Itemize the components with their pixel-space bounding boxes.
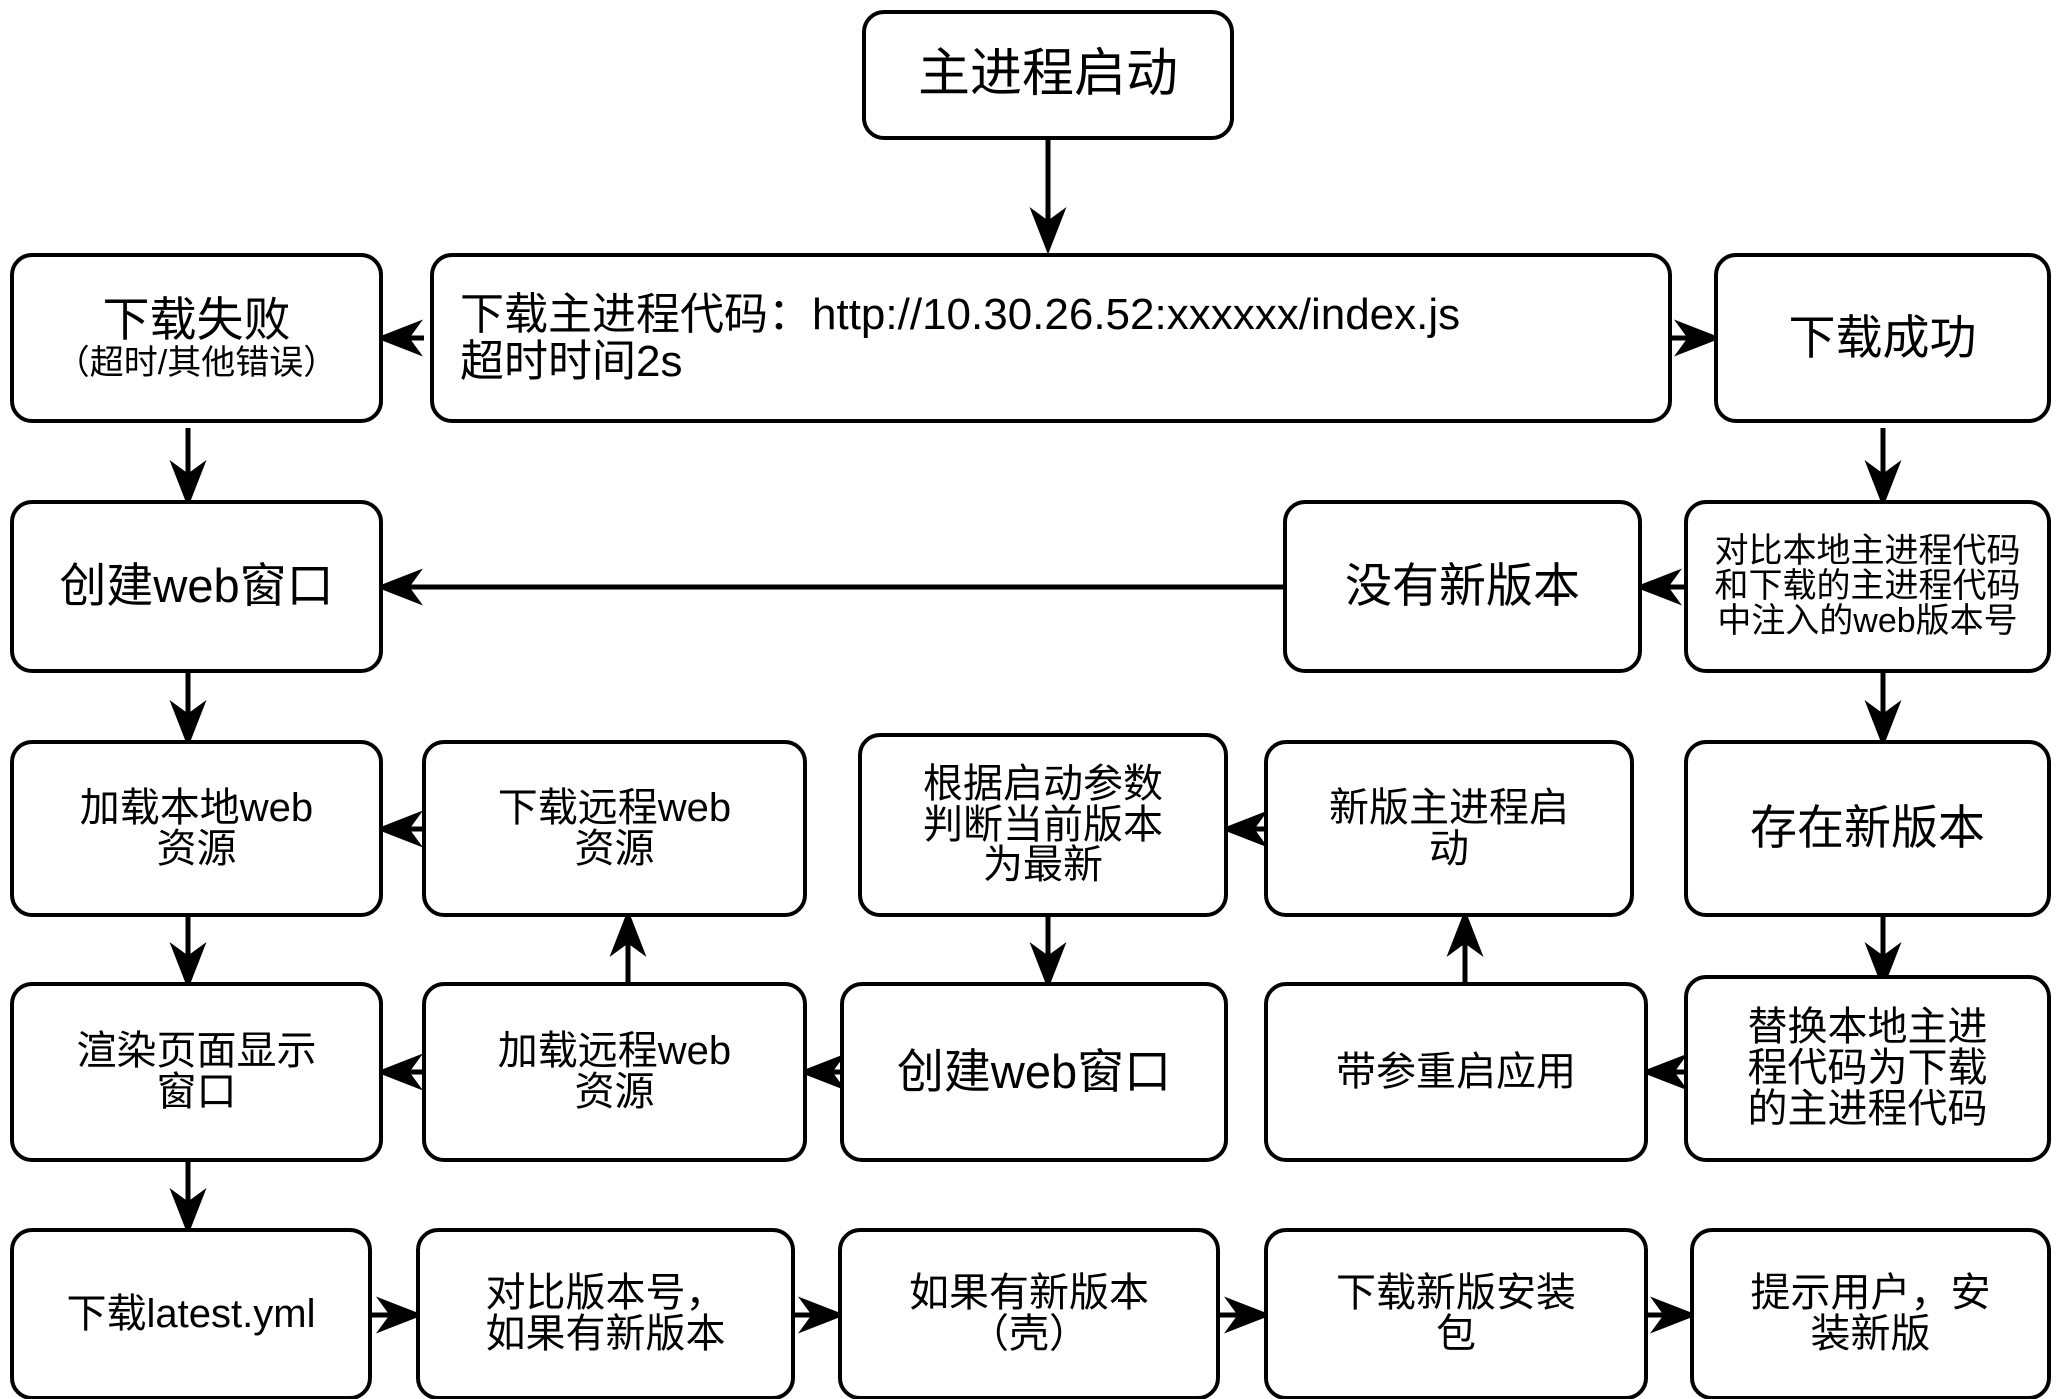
- node-label: 加载远程web 资源: [497, 1029, 732, 1114]
- node-compare-version-number[interactable]: 对比版本号， 如果有新版本: [416, 1228, 795, 1399]
- node-label: 下载远程web 资源: [497, 785, 732, 871]
- node-label: 没有新版本: [1345, 559, 1580, 613]
- node-judge-latest-by-args[interactable]: 根据启动参数 判断当前版本 为最新: [858, 733, 1228, 917]
- node-download-success[interactable]: 下载成功: [1714, 253, 2051, 423]
- node-if-new-shell-version[interactable]: 如果有新版本 （壳）: [838, 1228, 1220, 1399]
- node-create-web-window-1[interactable]: 创建web窗口: [10, 500, 383, 673]
- node-new-main-process-start[interactable]: 新版主进程启 动: [1264, 740, 1634, 917]
- node-label: 下载新版安装 包: [1336, 1271, 1576, 1356]
- node-label: 主进程启动: [917, 45, 1178, 104]
- node-has-new-version[interactable]: 存在新版本: [1684, 740, 2051, 917]
- node-label: 存在新版本: [1750, 801, 1985, 855]
- node-label: 下载失败: [102, 292, 291, 346]
- node-sublabel: （超时/其他错误）: [55, 343, 338, 382]
- node-label: 替换本地主进 程代码为下载 的主进程代码: [1747, 1005, 1988, 1131]
- node-compare-web-version[interactable]: 对比本地主进程代码 和下载的主进程代码 中注入的web版本号: [1684, 500, 2051, 673]
- node-replace-local-main-code[interactable]: 替换本地主进 程代码为下载 的主进程代码: [1684, 975, 2051, 1162]
- node-label: 渲染页面显示 窗口: [76, 1029, 317, 1114]
- node-render-page-window[interactable]: 渲染页面显示 窗口: [10, 982, 383, 1162]
- node-label: 根据启动参数 判断当前版本 为最新: [923, 761, 1163, 888]
- node-load-remote-web-res[interactable]: 加载远程web 资源: [422, 982, 807, 1162]
- node-label: 加载本地web 资源: [79, 785, 314, 871]
- node-label: 下载latest.yml: [66, 1291, 316, 1336]
- node-download-main-code[interactable]: 下载主进程代码：http://10.30.26.52:xxxxxx/index.…: [430, 253, 1672, 423]
- node-label: 创建web窗口: [896, 1044, 1172, 1098]
- node-load-local-web-res[interactable]: 加载本地web 资源: [10, 740, 383, 917]
- node-download-latest-yml[interactable]: 下载latest.yml: [10, 1228, 372, 1399]
- node-download-failed[interactable]: 下载失败 （超时/其他错误）: [10, 253, 383, 423]
- node-prompt-user-install[interactable]: 提示用户，安 装新版: [1690, 1228, 2051, 1399]
- node-no-new-version[interactable]: 没有新版本: [1283, 500, 1642, 673]
- node-restart-with-args[interactable]: 带参重启应用: [1264, 982, 1648, 1162]
- node-label: 创建web窗口: [59, 559, 334, 613]
- node-label: 提示用户，安 装新版: [1750, 1271, 1991, 1356]
- node-main-process-start[interactable]: 主进程启动: [862, 10, 1234, 140]
- node-label: 如果有新版本 （壳）: [909, 1271, 1149, 1356]
- node-label: 下载主进程代码：http://10.30.26.52:xxxxxx/index.…: [460, 289, 1461, 386]
- node-download-remote-web-res[interactable]: 下载远程web 资源: [422, 740, 807, 917]
- node-create-web-window-2[interactable]: 创建web窗口: [840, 982, 1228, 1162]
- node-label: 对比版本号， 如果有新版本: [485, 1271, 726, 1356]
- node-label: 下载成功: [1788, 310, 1977, 364]
- node-download-new-installer[interactable]: 下载新版安装 包: [1264, 1228, 1648, 1399]
- node-label: 新版主进程启 动: [1329, 785, 1569, 871]
- node-label: 带参重启应用: [1336, 1049, 1576, 1094]
- node-label: 对比本地主进程代码 和下载的主进程代码 中注入的web版本号: [1714, 532, 2021, 640]
